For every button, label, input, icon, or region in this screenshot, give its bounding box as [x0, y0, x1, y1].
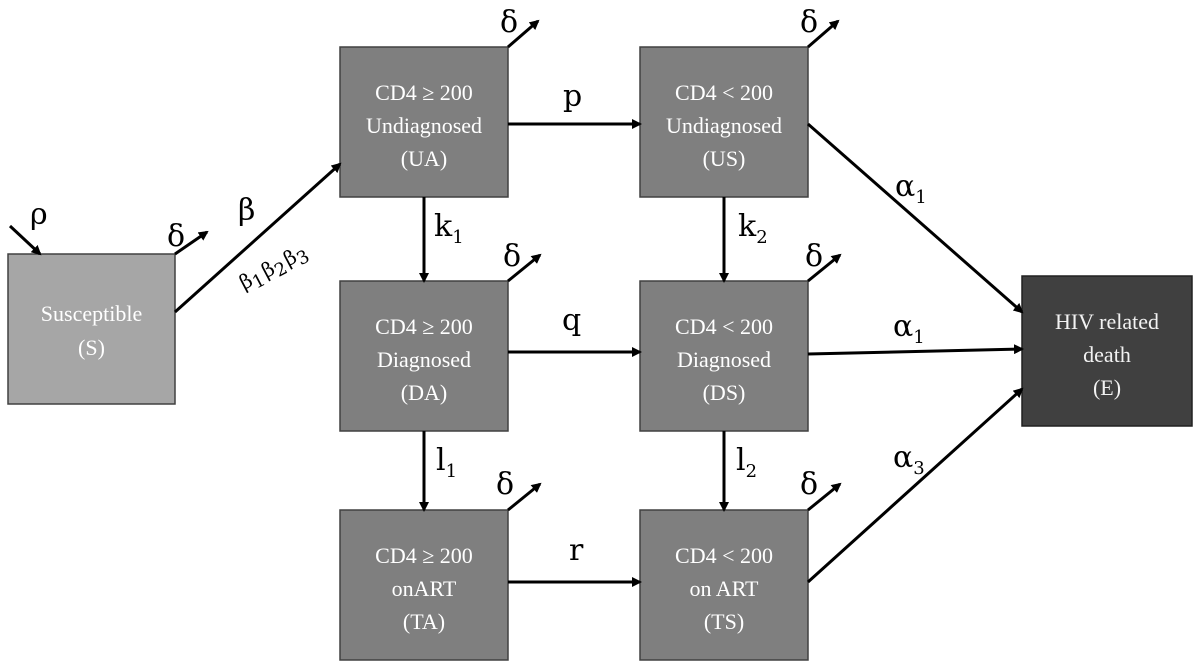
label-delta-da: δ — [503, 239, 521, 274]
svg-text:death: death — [1083, 342, 1131, 367]
node-treated-low-box — [639, 509, 809, 661]
svg-text:CD4 ≥ 200: CD4 ≥ 200 — [375, 314, 473, 339]
node-undiagnosed-low-box — [639, 46, 809, 198]
label-k2: k2 — [738, 209, 768, 248]
edge-natural-death-ds — [807, 253, 842, 283]
label-delta-us: δ — [800, 5, 818, 40]
node-diagnosed-low-box — [639, 280, 809, 432]
label-delta-ua: δ — [500, 5, 518, 40]
label-q: q — [562, 303, 581, 338]
svg-text:Diagnosed: Diagnosed — [677, 347, 771, 372]
svg-text:Undiagnosed: Undiagnosed — [666, 113, 782, 138]
label-l2: l2 — [736, 443, 757, 482]
svg-text:CD4 ≥ 200: CD4 ≥ 200 — [375, 543, 473, 568]
edge-natural-death-ts — [807, 482, 842, 512]
svg-text:Diagnosed: Diagnosed — [377, 347, 471, 372]
node-susceptible-line1: Susceptible — [41, 301, 142, 326]
node-hiv-death-box — [1021, 275, 1193, 427]
label-alpha1-diagnosed: α1 — [893, 309, 925, 348]
svg-text:HIV related: HIV related — [1055, 309, 1159, 334]
label-delta-ds: δ — [805, 239, 823, 274]
svg-text:onART: onART — [392, 576, 457, 601]
label-alpha3: α3 — [893, 440, 925, 479]
edge-natural-death-us — [807, 19, 840, 49]
svg-text:(E): (E) — [1093, 375, 1121, 400]
svg-text:(TS): (TS) — [704, 609, 744, 634]
edge-death-treated — [806, 387, 1024, 584]
node-susceptible-line2: (S) — [78, 335, 105, 360]
node-treated-high-box — [339, 509, 509, 661]
edge-death-undiagnosed — [807, 122, 1024, 314]
edge-death-diagnosed — [807, 344, 1024, 356]
svg-text:Susceptible: Susceptible — [41, 301, 142, 326]
svg-text:(DS): (DS) — [703, 380, 746, 405]
svg-text:(S): (S) — [78, 335, 105, 360]
node-diagnosed-high: CD4 ≥ 200 Diagnosed (DA) — [339, 280, 509, 432]
node-treated-low: CD4 < 200 on ART (TS) — [639, 509, 809, 661]
svg-text:on ART: on ART — [690, 576, 760, 601]
label-delta-ta: δ — [496, 467, 514, 502]
svg-text:(DA): (DA) — [401, 380, 447, 405]
node-treated-high: CD4 ≥ 200 onART (TA) — [339, 509, 509, 661]
svg-text:CD4 ≥ 200: CD4 ≥ 200 — [375, 80, 473, 105]
node-undiagnosed-high-box — [339, 46, 509, 198]
node-susceptible: Susceptible (S) — [7, 253, 176, 405]
node-undiagnosed-low: CD4 < 200 Undiagnosed (US) — [639, 46, 809, 198]
label-beta: β — [238, 193, 255, 228]
edge-natural-death-da — [507, 253, 542, 283]
svg-text:(US): (US) — [703, 146, 746, 171]
label-alpha1-undiagnosed: α1 — [895, 169, 927, 208]
svg-text:(UA): (UA) — [401, 146, 447, 171]
label-l1: l1 — [436, 443, 457, 482]
svg-text:CD4 < 200: CD4 < 200 — [675, 314, 773, 339]
edge-recruitment — [8, 224, 42, 256]
edge-natural-death-ta — [507, 482, 542, 512]
svg-text:Undiagnosed: Undiagnosed — [366, 113, 482, 138]
label-p: p — [563, 79, 582, 114]
edge-natural-death-ua — [507, 19, 540, 49]
node-undiagnosed-high: CD4 ≥ 200 Undiagnosed (UA) — [339, 46, 509, 198]
label-delta-ts: δ — [800, 467, 818, 502]
label-r: r — [569, 533, 584, 568]
label-k1: k1 — [434, 209, 464, 248]
svg-text:CD4 < 200: CD4 < 200 — [675, 543, 773, 568]
svg-text:(TA): (TA) — [403, 609, 445, 634]
node-hiv-death: HIV related death (E) — [1021, 275, 1193, 427]
svg-text:CD4 < 200: CD4 < 200 — [675, 80, 773, 105]
edge-infection — [173, 162, 342, 314]
node-susceptible-box — [7, 253, 176, 405]
node-diagnosed-low: CD4 < 200 Diagnosed (DS) — [639, 280, 809, 432]
edge-natural-death-s — [174, 230, 209, 256]
label-rho: ρ — [30, 197, 48, 232]
label-delta-s: δ — [167, 219, 185, 254]
